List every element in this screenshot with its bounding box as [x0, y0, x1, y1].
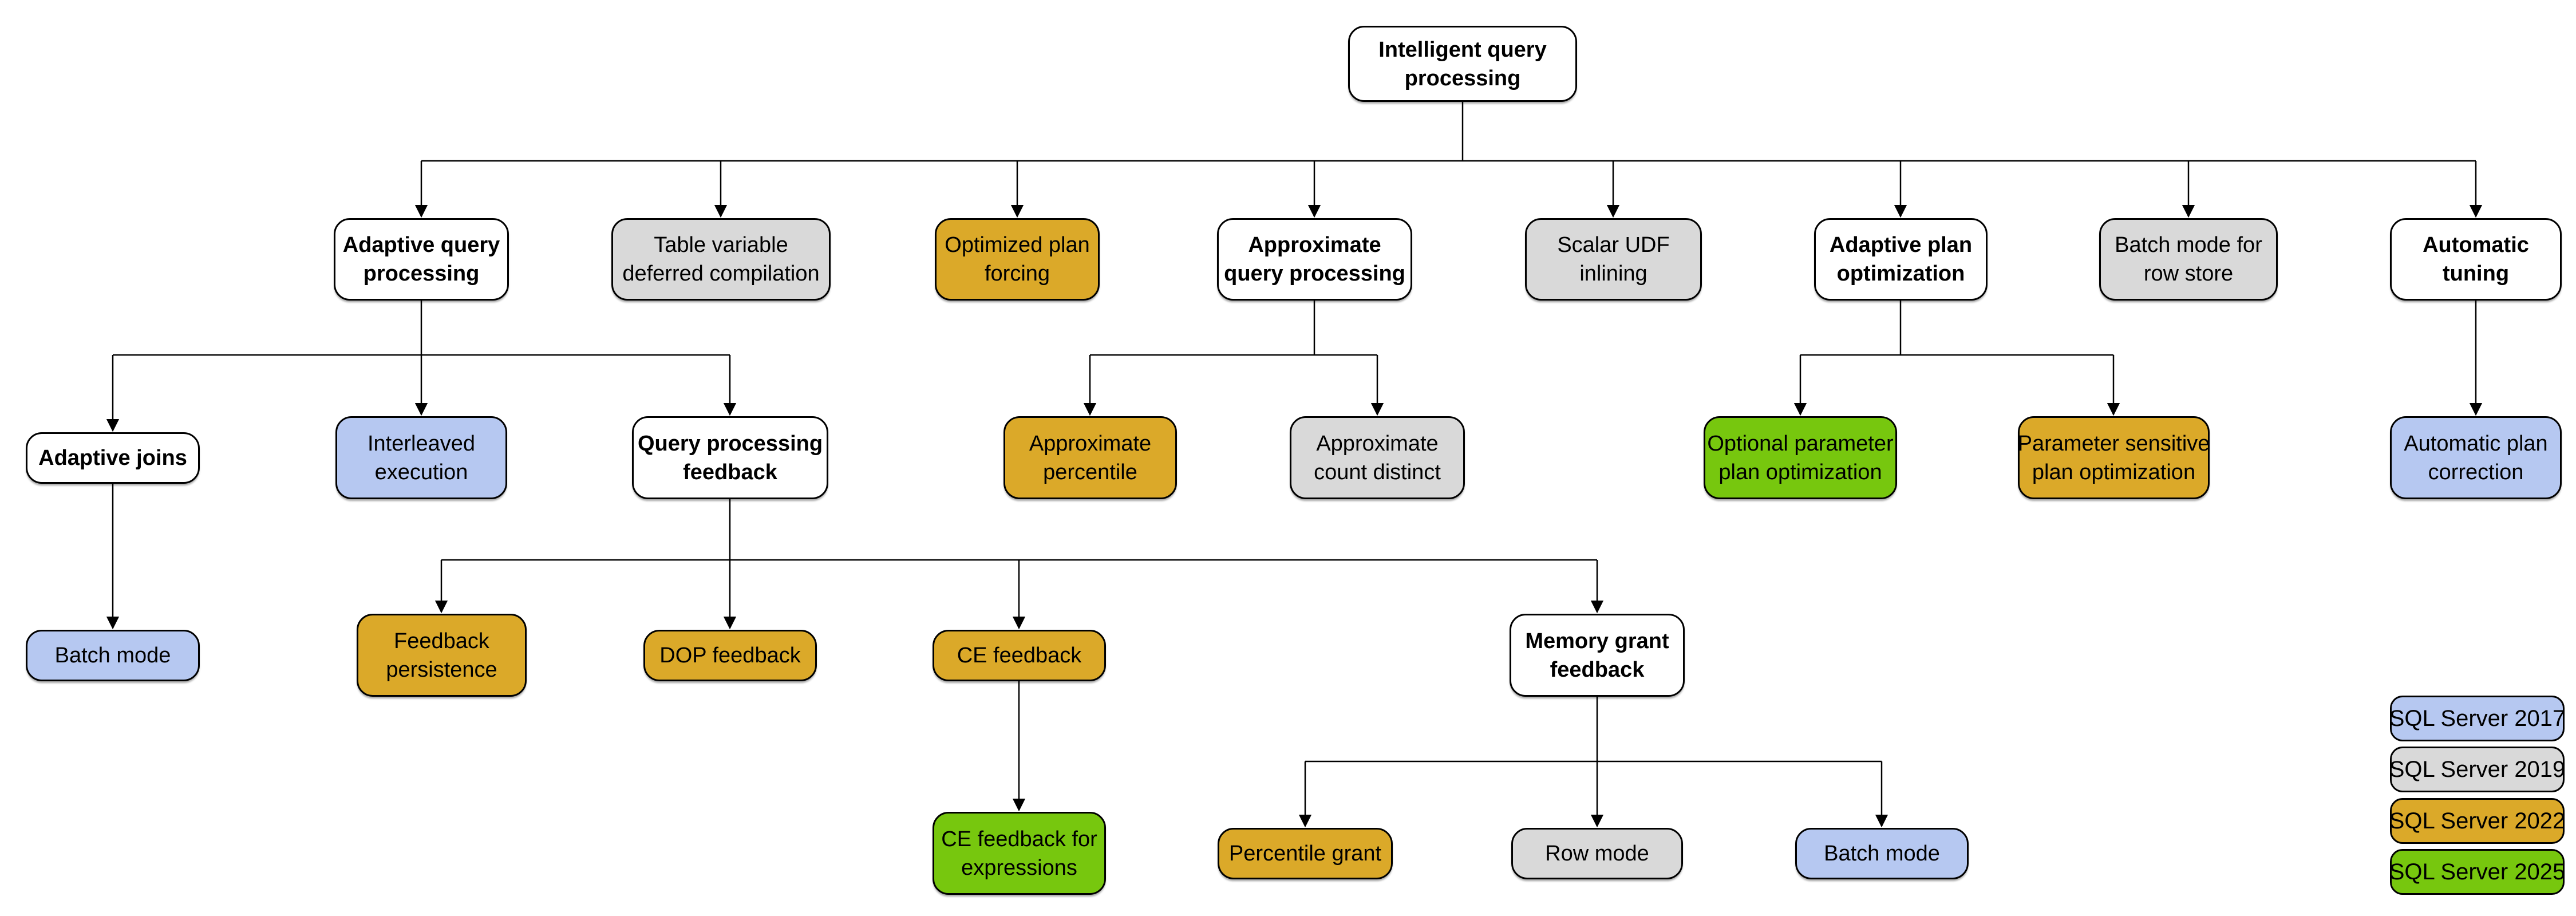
connector-trunks	[113, 102, 2476, 763]
node-row-mode: Row mode	[1511, 828, 1683, 879]
node-interleaved-execution: Interleaved execution	[335, 416, 507, 499]
node-approximate-percentile: Approximate percentile	[1003, 416, 1177, 499]
node-percentile-grant: Percentile grant	[1218, 828, 1393, 879]
legend-sql-server-2025: SQL Server 2025	[2389, 849, 2565, 895]
node-adaptive-plan-optimization: Adaptive plan optimization	[1814, 218, 1988, 301]
node-adaptive-joins: Adaptive joins	[26, 432, 200, 484]
legend-sql-server-2022: SQL Server 2022	[2389, 798, 2565, 844]
connector-arrows	[106, 161, 2483, 828]
node-batch-mode-adaptive-joins: Batch mode	[26, 630, 200, 681]
node-table-variable-deferred-compilation: Table variable deferred compilation	[611, 218, 831, 301]
node-automatic-tuning: Automatic tuning	[2390, 218, 2562, 301]
node-batch-mode-memory-grant: Batch mode	[1795, 828, 1969, 879]
node-adaptive-query-processing: Adaptive query processing	[334, 218, 509, 301]
node-optimized-plan-forcing: Optimized plan forcing	[935, 218, 1100, 301]
node-automatic-plan-correction: Automatic plan correction	[2390, 416, 2562, 499]
node-dop-feedback: DOP feedback	[643, 630, 817, 681]
node-feedback-persistence: Feedback persistence	[357, 614, 527, 697]
node-approximate-query-processing: Approximate query processing	[1217, 218, 1412, 301]
node-scalar-udf-inlining: Scalar UDF inlining	[1525, 218, 1702, 301]
node-intelligent-query-processing: Intelligent query processing	[1348, 26, 1577, 102]
node-batch-mode-for-row-store: Batch mode for row store	[2099, 218, 2278, 301]
legend-sql-server-2017: SQL Server 2017	[2389, 696, 2565, 741]
node-parameter-sensitive-plan-optimization: Parameter sensitive plan optimization	[2018, 416, 2210, 499]
node-memory-grant-feedback: Memory grant feedback	[1510, 614, 1685, 697]
node-ce-feedback-for-expressions: CE feedback for expressions	[933, 812, 1106, 895]
legend-sql-server-2019: SQL Server 2019	[2389, 747, 2565, 792]
node-query-processing-feedback: Query processing feedback	[632, 416, 828, 499]
node-optional-parameter-plan-optimization: Optional parameter plan optimization	[1704, 416, 1897, 499]
node-approximate-count-distinct: Approximate count distinct	[1290, 416, 1465, 499]
node-ce-feedback: CE feedback	[933, 630, 1106, 681]
